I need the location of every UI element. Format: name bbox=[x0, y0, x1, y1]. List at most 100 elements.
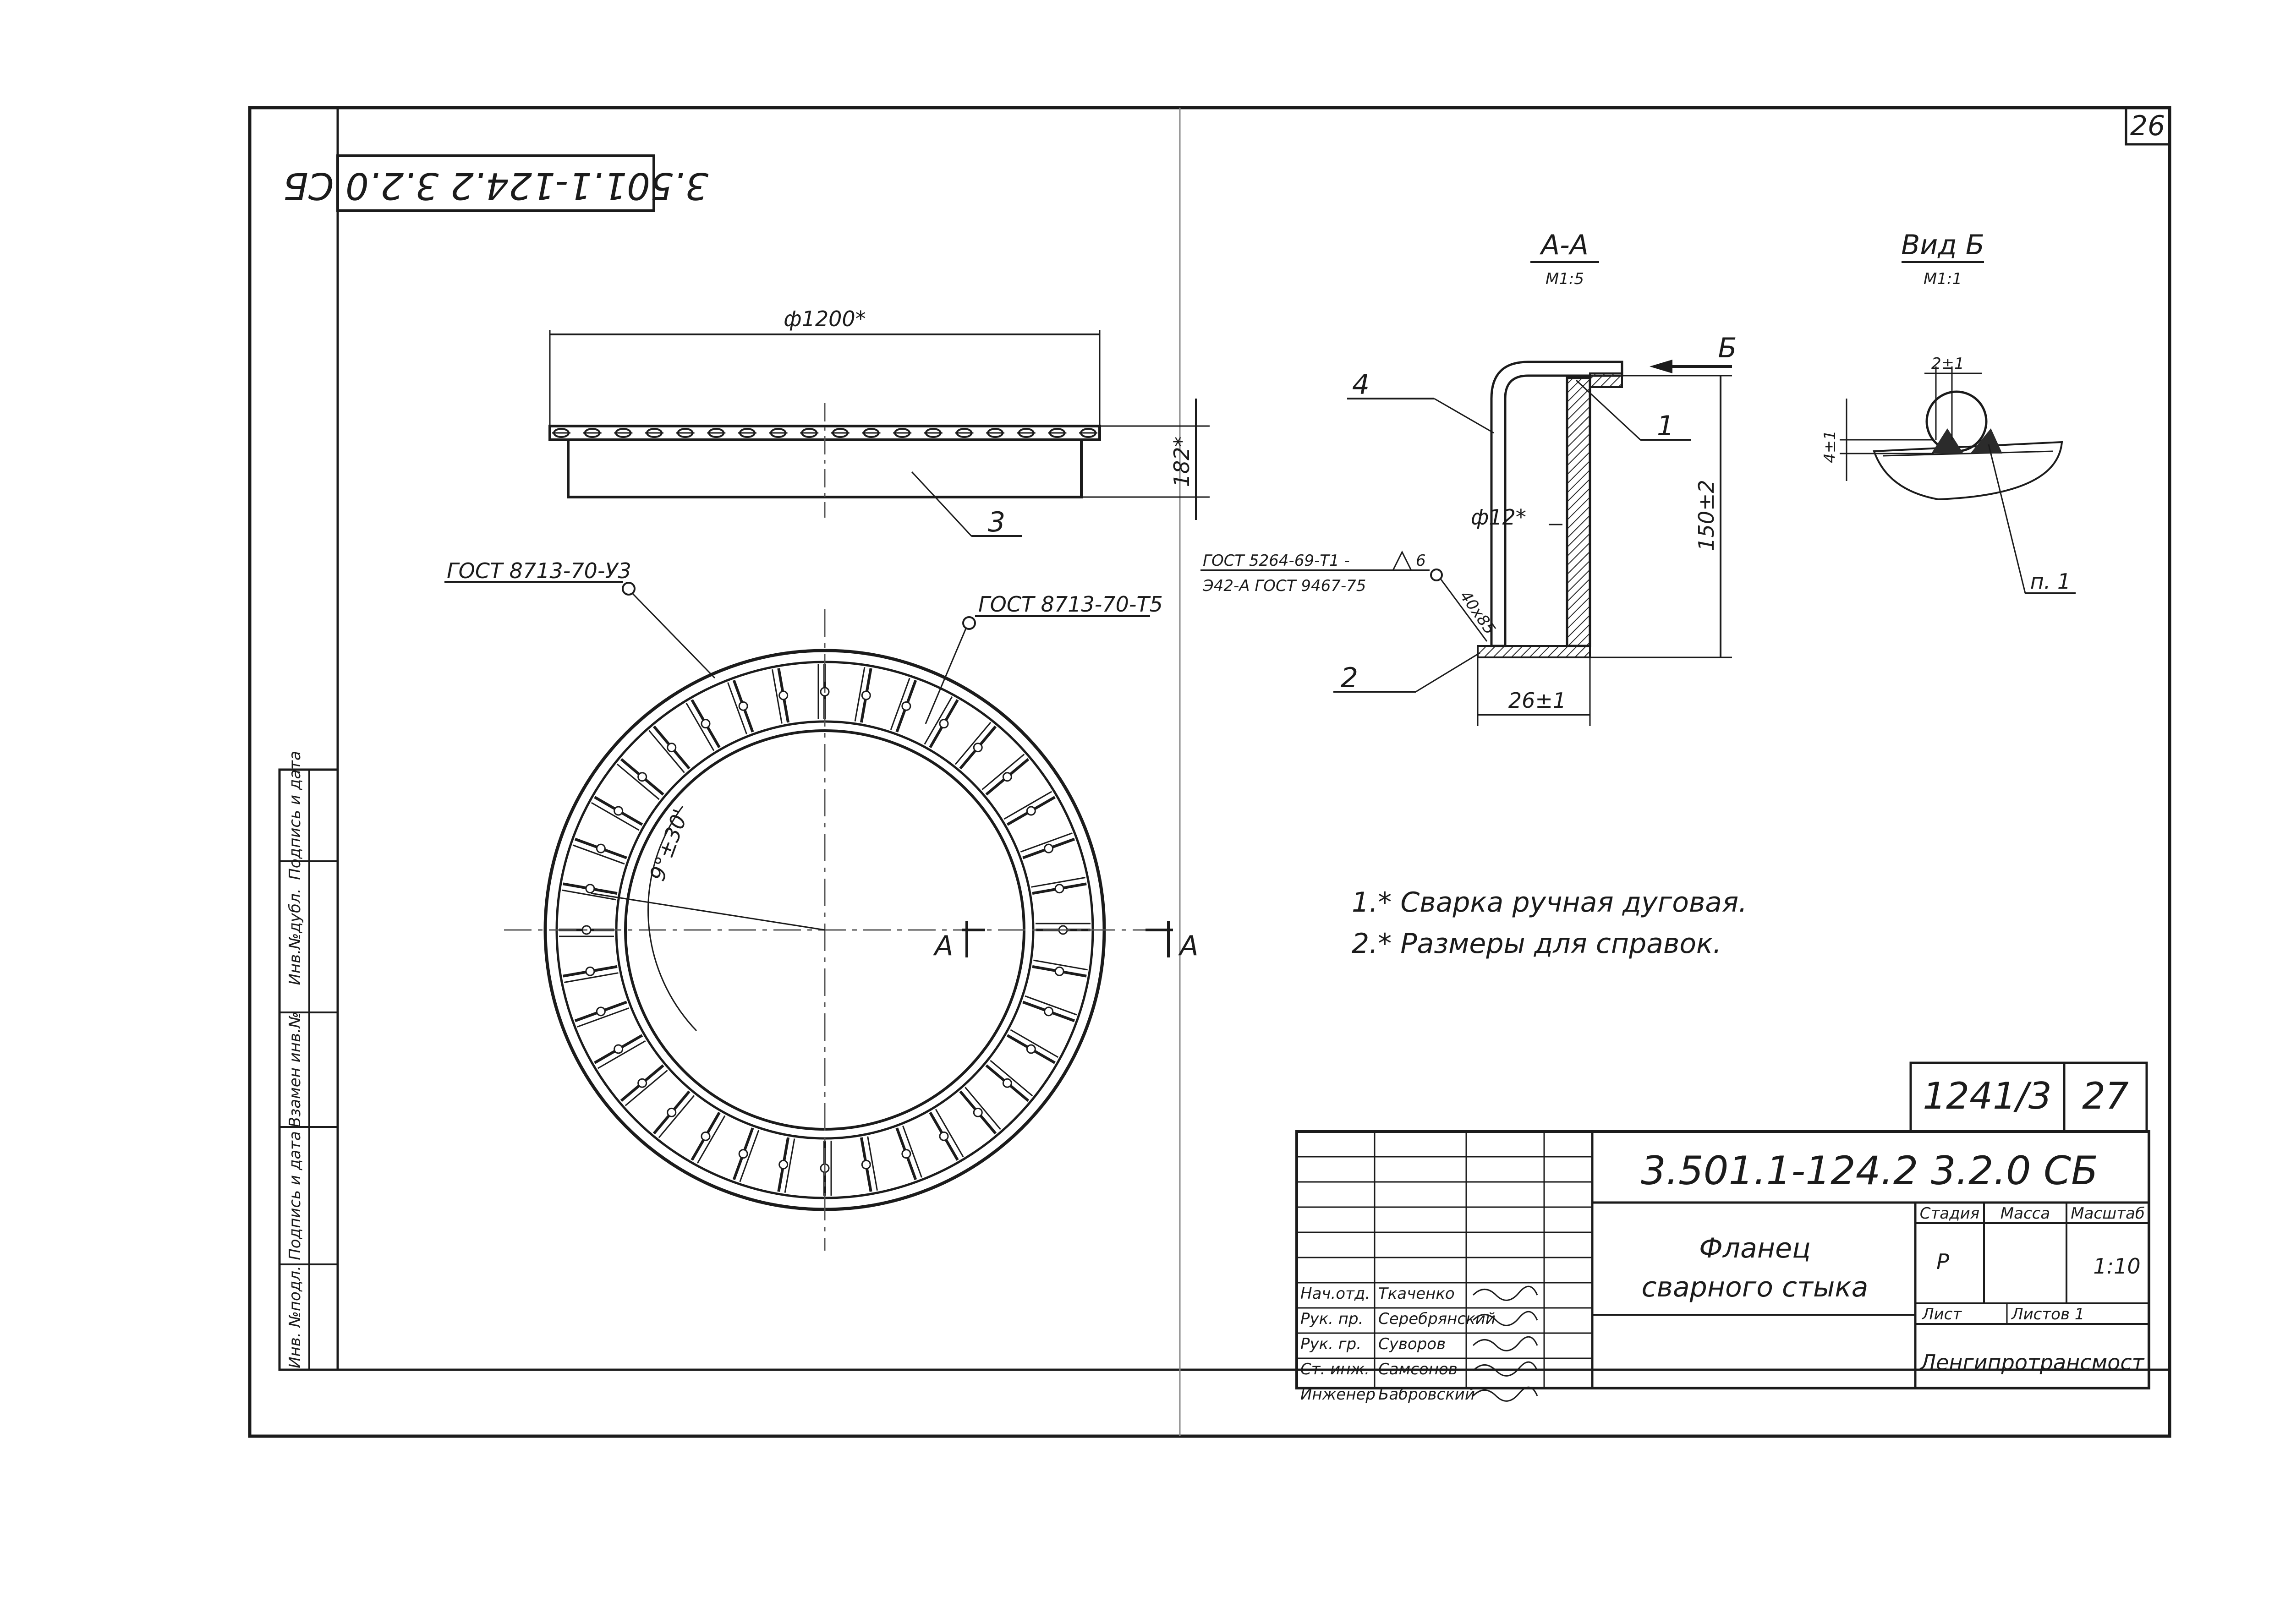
front-bracket bbox=[614, 428, 633, 438]
ring-bracket bbox=[562, 882, 618, 901]
ring-bracket bbox=[572, 837, 627, 865]
side-stamp: Инв. №подл. Подпись и дата Взамен инв.№ … bbox=[278, 751, 339, 1371]
dim-phi: ф12* bbox=[1471, 505, 1526, 530]
staff-name: Серебрянский bbox=[1378, 1310, 1496, 1328]
notes: 1.* Сварка ручная дуговая. 2.* Размеры д… bbox=[1352, 886, 1747, 960]
ring-bracket bbox=[563, 965, 619, 983]
front-elevation: ф1200* 182* 3 bbox=[548, 306, 1210, 538]
side-label-1: Инв. №подл. bbox=[286, 1266, 304, 1368]
section-aa-scale: М1:5 bbox=[1546, 270, 1584, 288]
mass-label: Масса bbox=[2001, 1204, 2050, 1223]
front-bracket bbox=[707, 428, 726, 438]
ring-bracket bbox=[1020, 832, 1075, 859]
ring-bracket bbox=[594, 1034, 646, 1069]
staff-name: Бабровский bbox=[1378, 1385, 1475, 1404]
ring-bracket bbox=[777, 1137, 795, 1193]
ring-bracket bbox=[817, 664, 830, 719]
section-aa-title: А-А bbox=[1539, 229, 1589, 261]
title-block: 1241/3 27 3.501.1-124.2 3.2.0 СБ Фланец … bbox=[1295, 1061, 2150, 1404]
view-arrow-b: Б bbox=[1718, 332, 1737, 364]
front-bracket bbox=[552, 428, 570, 438]
ring-bracket bbox=[1036, 923, 1091, 935]
staff-role: Инженер bbox=[1300, 1385, 1376, 1404]
view-b-callout: п. 1 bbox=[2030, 569, 2071, 594]
staff-signature bbox=[1472, 1386, 1538, 1402]
front-bracket-row bbox=[552, 428, 1097, 438]
title-code: 3.501.1-124.2 3.2.0 СБ bbox=[1641, 1148, 2098, 1194]
ring-bracket bbox=[981, 754, 1030, 796]
ring-bracket bbox=[691, 1111, 726, 1164]
album-number: 1241/3 bbox=[1923, 1075, 2051, 1117]
weld-std-left: ГОСТ 8713-70-У3 bbox=[447, 558, 631, 583]
ring-bracket bbox=[924, 696, 959, 749]
angle-dim: 9°±30' bbox=[645, 806, 693, 884]
ring-bracket bbox=[616, 758, 664, 800]
ring-bracket bbox=[985, 1060, 1033, 1102]
front-bracket bbox=[1048, 428, 1067, 438]
ring-bracket bbox=[959, 1087, 1001, 1135]
ring-bracket bbox=[895, 1125, 922, 1181]
ring-bracket bbox=[620, 1064, 668, 1106]
staff-role: Нач.отд. bbox=[1300, 1285, 1370, 1303]
ring-bracket bbox=[574, 1001, 630, 1028]
note-1: 1.* Сварка ручная дуговая. bbox=[1352, 886, 1747, 919]
side-label-2: Подпись и дата bbox=[286, 1131, 304, 1260]
side-label-5: Подпись и дата bbox=[286, 751, 304, 880]
weld-std-right: ГОСТ 8713-70-Т5 bbox=[978, 592, 1163, 617]
front-bracket bbox=[924, 428, 943, 438]
front-height-dim: 182* bbox=[1169, 437, 1194, 487]
side-label-3: Взамен инв.№ bbox=[286, 1012, 304, 1127]
staff-signature bbox=[1472, 1285, 1538, 1301]
plan-view: 9°±30' А А ГОСТ 8713-70-У3 ГОСТ 8713-70-… bbox=[444, 558, 1199, 1251]
ring-bracket bbox=[591, 796, 643, 831]
stage-label: Стадия bbox=[1920, 1204, 1979, 1223]
staff-name: Суворов bbox=[1378, 1335, 1446, 1353]
ring-bracket bbox=[559, 925, 614, 937]
ring-bracket bbox=[1022, 995, 1077, 1023]
title-name-1: Фланец bbox=[1699, 1232, 1811, 1264]
front-bracket bbox=[955, 428, 974, 438]
ring-bracket bbox=[854, 667, 872, 723]
front-bracket bbox=[986, 428, 1005, 438]
front-bracket bbox=[769, 428, 788, 438]
scale-value: 1:10 bbox=[2093, 1254, 2140, 1279]
weld-num: 6 bbox=[1416, 552, 1426, 570]
ring-bracket bbox=[954, 722, 997, 770]
staff-signature bbox=[1472, 1336, 1538, 1351]
view-b-dim-top: 2±1 bbox=[1931, 355, 1964, 373]
scale-label: Масштаб bbox=[2071, 1204, 2145, 1223]
ring-bracket bbox=[727, 679, 754, 735]
front-bracket bbox=[645, 428, 663, 438]
sheets-label: Листов 1 bbox=[2011, 1305, 2084, 1323]
inner-frame bbox=[336, 106, 2171, 1371]
ring-bracket bbox=[1031, 877, 1087, 895]
stage-value: Р bbox=[1936, 1249, 1949, 1274]
note-2: 2.* Размеры для справок. bbox=[1352, 928, 1721, 960]
front-bracket bbox=[1017, 428, 1036, 438]
ring-bracket bbox=[685, 699, 721, 751]
ring-bracket bbox=[860, 1136, 878, 1192]
callout-2: 2 bbox=[1341, 662, 1358, 694]
stamp-box bbox=[336, 154, 655, 212]
ring-bracket bbox=[820, 1141, 832, 1196]
sheet-label: Лист bbox=[1921, 1305, 1962, 1323]
ring-bracket bbox=[772, 668, 790, 724]
ring-brackets bbox=[559, 664, 1091, 1196]
weld-line-2: Э42-А ГОСТ 9467-75 bbox=[1202, 577, 1366, 595]
dim-width: 26±1 bbox=[1508, 688, 1566, 713]
weld-line-1: ГОСТ 5264-69-Т1 - bbox=[1203, 552, 1350, 570]
ring-bracket bbox=[1006, 1029, 1059, 1064]
section-mark-left: А bbox=[932, 930, 953, 962]
front-bracket bbox=[738, 428, 756, 438]
staff-name: Самсонов bbox=[1378, 1360, 1458, 1378]
front-bracket bbox=[676, 428, 695, 438]
staff-signature bbox=[1472, 1311, 1538, 1326]
front-bracket bbox=[831, 428, 850, 438]
front-diameter-dim: ф1200* bbox=[784, 306, 866, 331]
callout-3: 3 bbox=[988, 506, 1005, 538]
ring-bracket bbox=[929, 1109, 964, 1161]
ring-bracket bbox=[1032, 959, 1088, 978]
view-b-dim-side: 4±1 bbox=[1821, 430, 1839, 463]
